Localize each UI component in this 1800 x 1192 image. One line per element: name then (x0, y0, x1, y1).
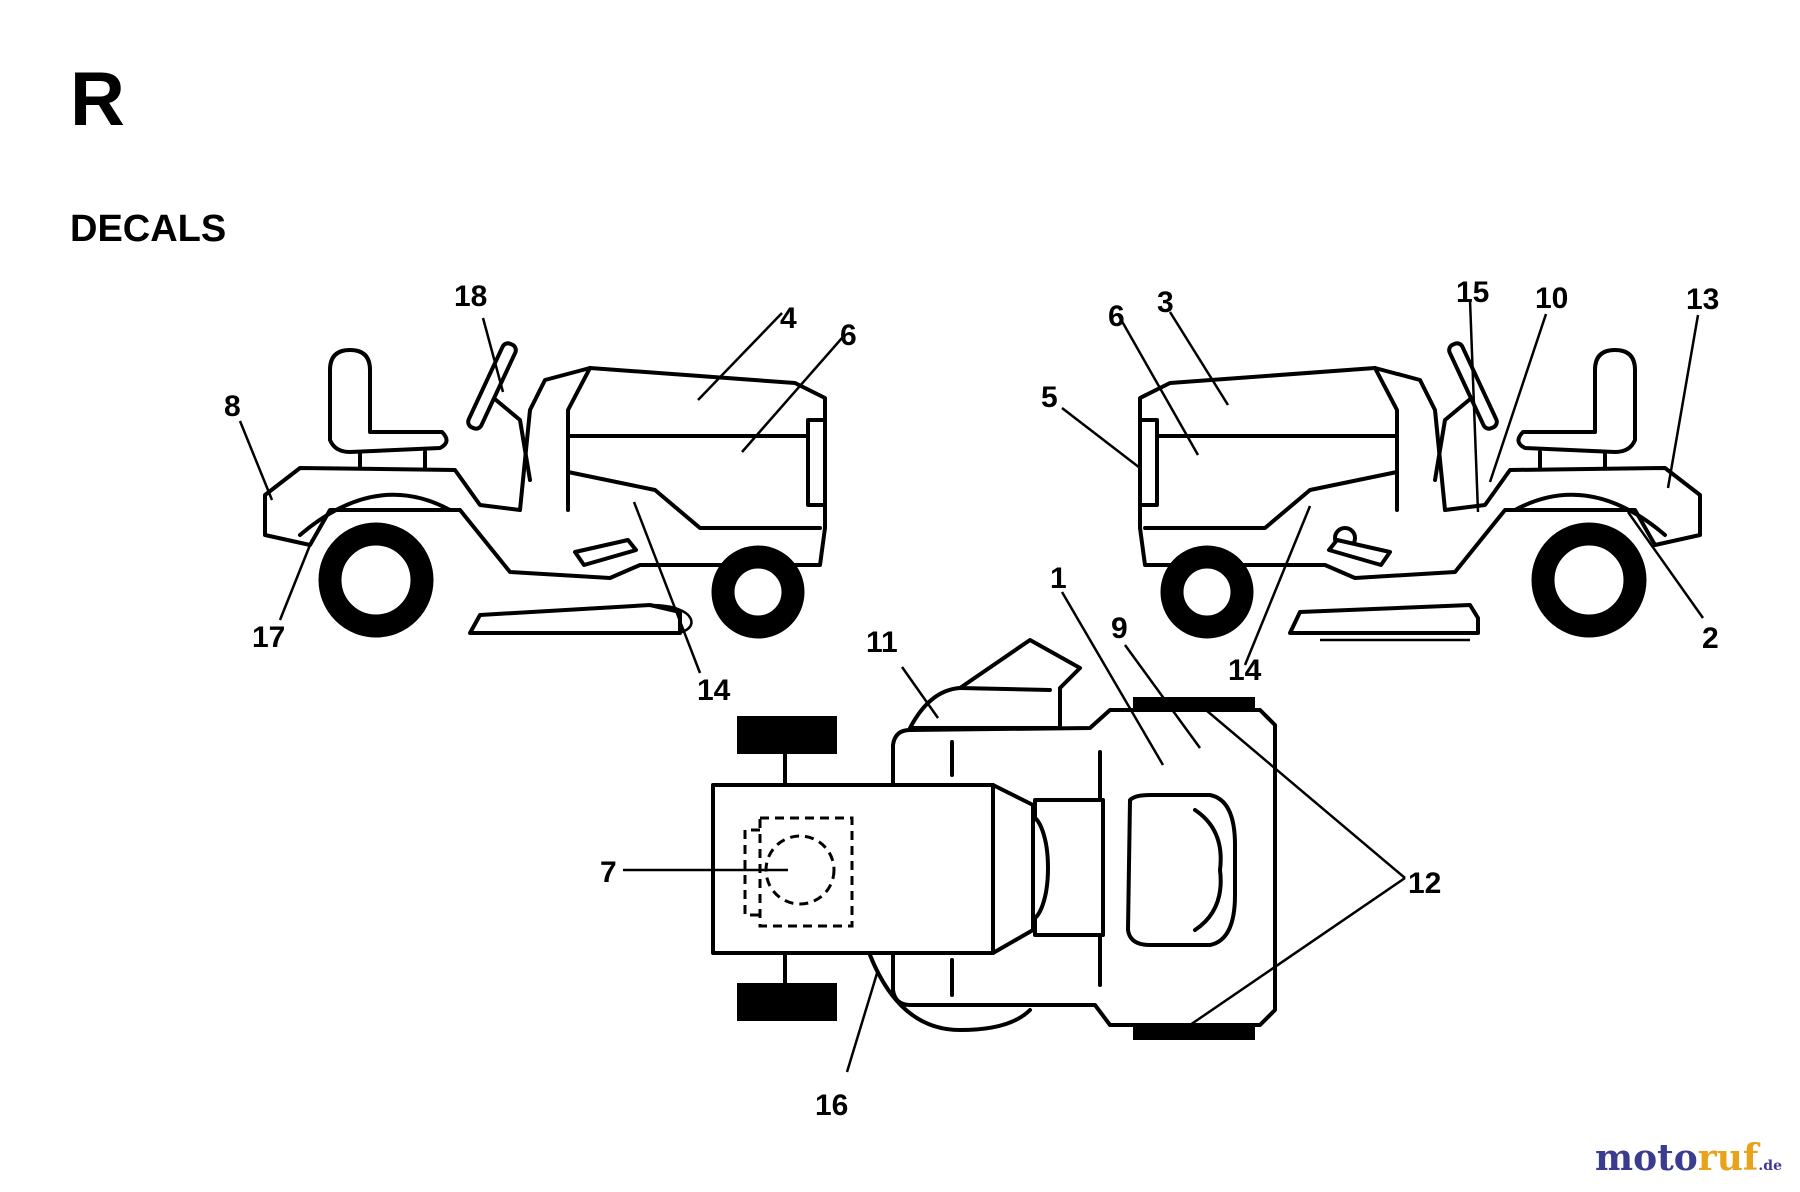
pedal (573, 538, 638, 567)
steering-column (488, 393, 532, 482)
callout-12: 12 (1408, 867, 1441, 900)
callout-5: 5 (1041, 381, 1058, 414)
callout-1: 1 (1050, 562, 1067, 595)
front-wheel-bottom (737, 983, 837, 1021)
callout-14-right: 14 (1228, 654, 1262, 687)
seat-post-right (1538, 450, 1607, 470)
callout-16: 16 (815, 1089, 848, 1122)
callout-15: 15 (1456, 276, 1489, 309)
rear-wheel-right (1531, 522, 1647, 638)
seat-top (1126, 793, 1237, 947)
deck-outline (868, 953, 1032, 1032)
engine-outline (758, 816, 854, 928)
front-wheel-top (737, 716, 837, 754)
callout-4: 4 (780, 302, 797, 335)
front-wheel-right (1160, 545, 1254, 639)
tractor-right-side-view (1138, 341, 1702, 642)
discharge-chute (908, 638, 1082, 730)
rear-tire-bottom (1133, 1026, 1255, 1040)
watermark-part1: moto (1595, 1137, 1698, 1179)
section-title: DECALS (70, 208, 227, 250)
steering-wheel (466, 341, 518, 431)
grille-right (1138, 418, 1159, 507)
section-letter: R (70, 57, 125, 142)
seat-right (1516, 348, 1637, 454)
callout-13: 13 (1686, 283, 1719, 316)
chute-line (958, 686, 1052, 692)
steering-column-right (1433, 393, 1477, 482)
callout-labels: 18 4 6 8 17 14 6 3 5 15 10 13 2 14 1 9 1… (224, 276, 1719, 1122)
tractor-left-side-view (263, 341, 827, 639)
seat-back (1193, 808, 1223, 932)
callout-2: 2 (1702, 622, 1719, 655)
side-panel-line (566, 470, 822, 530)
engine-side (743, 828, 760, 917)
mower-deck-right (1288, 603, 1480, 635)
side-panel-line-right (1143, 470, 1399, 530)
rear-tire-top (1133, 697, 1255, 711)
callout-10: 10 (1535, 282, 1568, 315)
watermark-logo: motoruf.de (1595, 1140, 1782, 1176)
seat (328, 348, 449, 454)
callout-11: 11 (866, 626, 898, 659)
right-body (1138, 366, 1702, 580)
callout-6: 6 (840, 319, 857, 352)
watermark-suffix: .de (1758, 1158, 1782, 1174)
callout-7: 7 (600, 856, 617, 889)
pedal-right (1327, 538, 1392, 567)
hood-front-edge-right (1373, 366, 1399, 438)
grille (806, 418, 827, 507)
callout-18: 18 (454, 280, 487, 313)
watermark-part2: ruf (1697, 1137, 1759, 1179)
deck-discharge (649, 603, 693, 635)
hood-front-edge (566, 366, 592, 438)
rear-fender-right (1513, 492, 1667, 537)
seat-post (358, 450, 427, 470)
left-body (263, 366, 827, 580)
callout-3: 3 (1157, 286, 1174, 319)
front-wheel (711, 545, 805, 639)
leader-lines (238, 299, 1705, 1073)
callout-14: 14 (697, 674, 731, 707)
rear-fender (298, 492, 452, 537)
callout-8: 8 (224, 390, 241, 423)
callout-9: 9 (1111, 612, 1128, 645)
callout-6-right: 6 (1108, 300, 1125, 333)
rear-wheel (318, 522, 434, 638)
tractor-top-view (711, 638, 1277, 1040)
mower-deck (468, 603, 682, 635)
callout-17: 17 (252, 621, 285, 654)
